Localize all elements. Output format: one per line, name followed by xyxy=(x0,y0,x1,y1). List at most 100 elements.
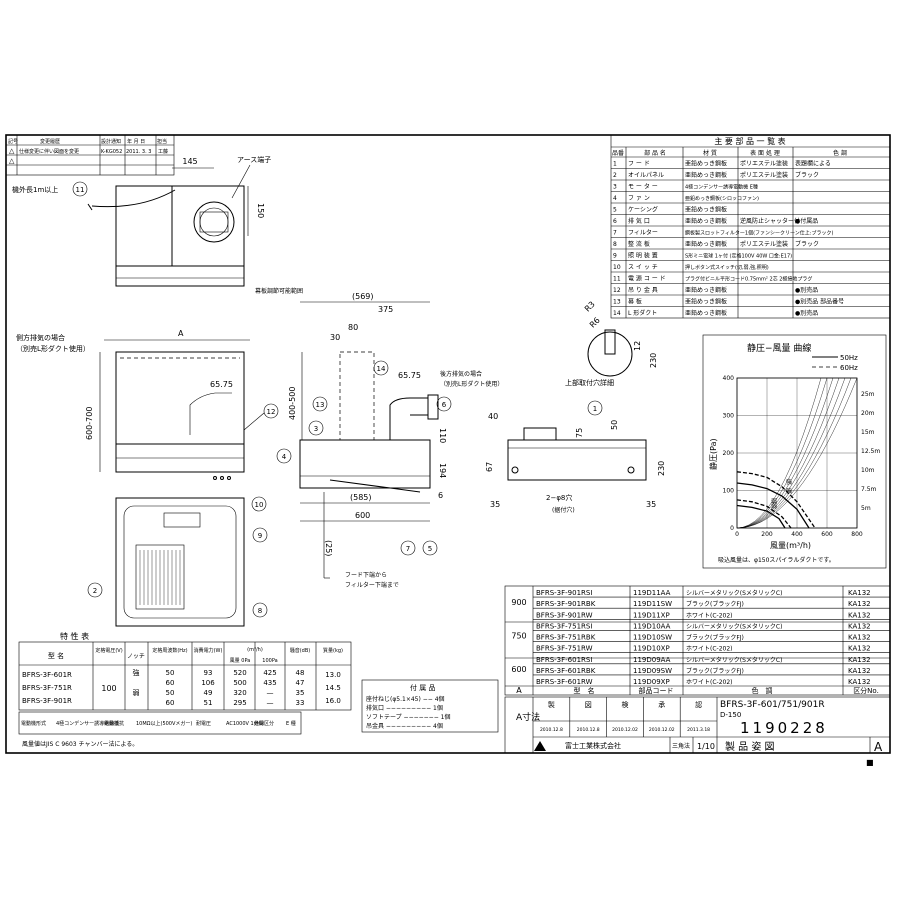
callout-3: 3 xyxy=(314,425,318,433)
models-name-6: BFRS-3F-601RSI xyxy=(536,656,592,664)
accessories-title: 付 属 品 xyxy=(410,683,435,692)
chart-series-2 xyxy=(736,504,786,529)
chart-ytick: 300 xyxy=(723,413,735,420)
chart-series-label-0: 強 xyxy=(786,487,792,495)
label-side-exhaust-sub: （別売L形ダクト使用） xyxy=(16,344,90,353)
motor-cell-5: AC1000V 1分間 xyxy=(226,720,264,727)
spec-voltage: 100 xyxy=(101,684,116,693)
motor-cell-6: 絶縁区分 xyxy=(254,720,274,727)
label-rear-exhaust-sub: （別売L形ダクト使用） xyxy=(440,380,503,388)
model-name: BFRS-3F-601/751/901R xyxy=(720,700,825,710)
pq-chart: 静圧−風量 曲線 50Hz 60Hz 静圧(Pa) 風量(m³/h) 吸込風量は… xyxy=(702,334,887,569)
parts-cell-3-1: モ ー タ ー xyxy=(628,183,658,191)
spec-unit: (m³/h) xyxy=(247,647,263,653)
approval-2: 検 xyxy=(622,700,629,709)
spec-cell-0-4: 425 xyxy=(263,669,276,677)
parts-cell-7-0: 7 xyxy=(613,230,617,237)
models-code-0: 119D11AA xyxy=(633,589,671,597)
spec-title: 特 性 表 xyxy=(60,631,89,641)
models-color-0: シルバーメタリック(SメタリックC) xyxy=(686,589,782,597)
models-class-6: KA132 xyxy=(848,656,871,664)
models-width-900: 900 xyxy=(511,598,526,607)
models-footer-class: 区分No. xyxy=(853,686,879,695)
rev-date: 2011. 3. 3 xyxy=(126,149,151,155)
approval-0: 製 xyxy=(548,700,555,709)
chart-xtick: 200 xyxy=(761,531,773,538)
dim-375: 375 xyxy=(378,305,393,314)
models-code-4: 119D10SW xyxy=(633,634,672,642)
parts-cell-11-1: 電 源 コ ー ド xyxy=(628,275,666,283)
spec-h-flow100: 100Pa xyxy=(262,658,277,664)
callout-1: 1 xyxy=(593,405,597,413)
parts-cell-6-3: 逆風防止シャッター付 xyxy=(740,217,800,225)
hood-side-outline xyxy=(299,439,431,489)
paper-size: A xyxy=(874,740,883,754)
rev-header-text: 変更履歴 xyxy=(40,138,60,145)
rev-header-person: 担当 xyxy=(157,138,167,145)
dim-25: (25) xyxy=(324,540,333,556)
motor-cell-3: 10MΩ以上(500Vメガー) xyxy=(136,720,192,727)
models-footer-name: 型 名 xyxy=(574,686,595,695)
rev-mark: △ xyxy=(9,147,15,155)
chart-duct-label: 15m xyxy=(861,429,875,436)
spec-h-voltage: 定格電圧(V) xyxy=(95,647,122,654)
parts-header-finish: 表 面 処 理 xyxy=(750,149,780,157)
rear-view: 1 40 75 50 230 67 35 35 2−φ8穴 (据付穴) xyxy=(485,400,666,514)
spec-mass-1: 13.0 xyxy=(325,671,341,679)
company-name: 富士工業株式会社 xyxy=(565,741,621,750)
parts-header-no: 品番 xyxy=(612,150,624,157)
parts-cell-4-1: フ ァ ン xyxy=(628,195,650,202)
parts-cell-8-3: ポリエステル塗装 xyxy=(740,240,788,248)
chart-xtick: 400 xyxy=(791,531,803,538)
callout-5: 5 xyxy=(428,545,432,553)
parts-cell-1-1: フ ー ド xyxy=(628,161,650,168)
approval-3: 承 xyxy=(658,700,665,709)
dim-585: (585) xyxy=(350,493,372,502)
spec-note: 風量値はJIS C 9603 チャンバー法による。 xyxy=(22,740,138,748)
chart-xlabel: 風量(m³/h) xyxy=(770,541,811,550)
parts-cell-13-2: 亜鉛めっき鋼板 xyxy=(685,298,727,306)
spec-cell-0-3: 520 xyxy=(233,669,246,677)
parts-cell-4-0: 4 xyxy=(613,195,617,202)
dim-80: 80 xyxy=(348,323,358,332)
models-class-3: KA132 xyxy=(848,622,871,630)
chart-duct-label: 7.5m xyxy=(861,486,877,493)
chart-xtick: 0 xyxy=(735,531,739,538)
chart-ytick: 200 xyxy=(723,450,735,457)
spec-cell-0-0: 強 xyxy=(133,669,140,677)
models-code-8: 119D09XP xyxy=(633,678,670,686)
mount-hole-outline xyxy=(587,331,633,377)
models-name-1: BFRS-3F-901RBK xyxy=(536,600,596,608)
spec-h-freq: 定格周波数(Hz) xyxy=(152,647,187,654)
models-class-0: KA132 xyxy=(848,589,871,597)
label-rear-exhaust: 後方排気の場合 xyxy=(440,370,482,378)
side-view: 幕板調節可能範囲 (569) 375 30 80 400-500 65.75 後… xyxy=(255,287,503,589)
scale: 1/10 xyxy=(697,742,715,751)
chart-frame xyxy=(736,377,858,529)
parts-cell-12-1: 吊 り 金 具 xyxy=(628,286,658,294)
rear-dim-67: 67 xyxy=(485,462,494,472)
parts-cell-6-0: 6 xyxy=(613,218,617,225)
models-name-4: BFRS-3F-751RBK xyxy=(536,634,596,642)
parts-cell-14-2: 亜鉛めっき鋼板 xyxy=(685,309,727,317)
chart-duct-curve xyxy=(736,377,858,529)
hood-rear-outline xyxy=(507,439,647,481)
parts-cell-8-2: 亜鉛めっき鋼板 xyxy=(685,240,727,248)
parts-cell-1-2: 亜鉛めっき鋼板 xyxy=(685,160,727,168)
parts-cell-2-0: 2 xyxy=(613,172,617,179)
motor-cell-4: 耐電圧 xyxy=(196,720,211,727)
r3-label: R3 xyxy=(583,300,597,314)
callout-8: 8 xyxy=(258,607,262,615)
spec-h-noise: 騒音(dB) xyxy=(290,647,311,654)
r6-label: R6 xyxy=(588,316,602,330)
approval-date-1: 2010.12.8 xyxy=(577,727,600,733)
chart-xtick: 600 xyxy=(821,531,833,538)
chart-ytick: 400 xyxy=(723,375,735,382)
parts-cell-1-3: ポリエステル塗装 xyxy=(740,160,788,168)
models-name-5: BFRS-3F-751RW xyxy=(536,645,593,653)
models-class-2: KA132 xyxy=(848,611,871,619)
models-color-4: ブラック(ブラックFJ) xyxy=(686,634,744,642)
